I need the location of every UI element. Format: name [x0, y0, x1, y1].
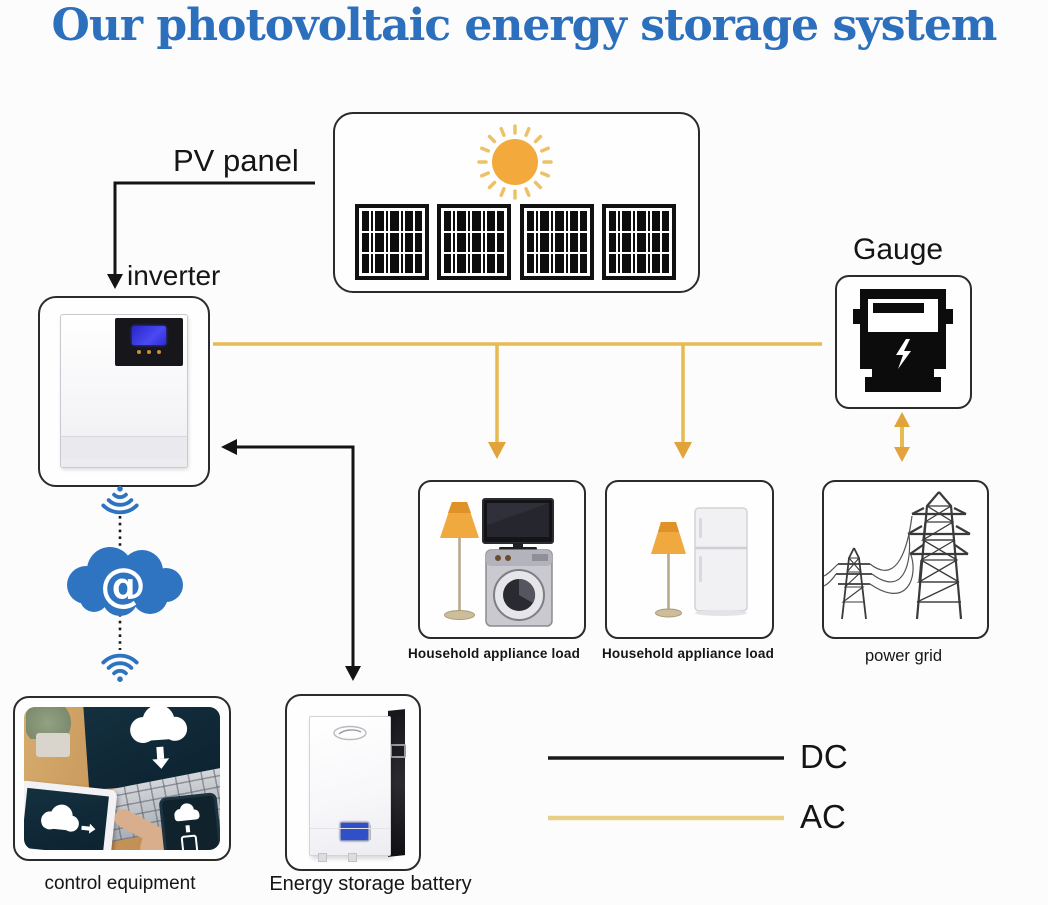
- control-equipment-photo: [24, 707, 220, 850]
- wifi-icon: [101, 486, 139, 515]
- pv-to-inverter-arrow: [113, 181, 315, 276]
- battery-status-marks: [370, 825, 381, 840]
- lightning-icon: [896, 339, 911, 369]
- fridge-icon: [694, 507, 748, 616]
- household-load-2-box: [605, 480, 774, 639]
- solar-panel-icon: [437, 204, 511, 280]
- plant-pot: [36, 733, 70, 757]
- gauge-grid-arrow: [894, 412, 910, 462]
- household-load-1-box: [418, 480, 586, 639]
- pv-array-graphic: [355, 124, 676, 280]
- energy-storage-battery-label: Energy storage battery: [269, 873, 472, 895]
- inverter-button: [147, 350, 151, 354]
- inverter-box: [38, 296, 210, 487]
- arrowhead-down: [488, 442, 506, 459]
- battery-front-panel: [309, 716, 391, 862]
- pv-array-box: [333, 112, 700, 293]
- download-cloud-icon: [130, 707, 188, 769]
- solar-panel-icon: [602, 204, 676, 280]
- inverter-button: [157, 350, 161, 354]
- power-tower-icon: [823, 491, 971, 620]
- control-equipment-box: [13, 696, 231, 861]
- household-load-2-label: Household appliance load: [601, 646, 775, 661]
- household-appliances-graphic: [651, 507, 748, 618]
- inverter-label: inverter: [127, 260, 221, 291]
- battery-foot: [348, 853, 357, 862]
- control-equipment-label: control equipment: [44, 873, 196, 894]
- battery-seam: [310, 828, 390, 829]
- arrowhead-down: [674, 442, 692, 459]
- household-load-1-label: Household appliance load: [407, 646, 581, 661]
- solar-panel-icon: [520, 204, 594, 280]
- legend-ac-label: AC: [800, 798, 846, 835]
- gauge-box: [835, 275, 972, 409]
- lamp-icon: [440, 502, 479, 620]
- power-grid-box: [822, 480, 989, 639]
- arrowhead-down: [107, 274, 123, 289]
- household-appliances-graphic: [440, 498, 554, 627]
- power-grid-label: power grid: [864, 647, 943, 665]
- arrowhead-down: [345, 666, 361, 681]
- at-symbol: @: [100, 558, 146, 612]
- washing-machine-icon: [485, 549, 553, 627]
- inverter-display-panel: [115, 318, 183, 366]
- inverter-lcd-screen: [132, 326, 166, 345]
- ac-bus-line: [213, 342, 822, 444]
- tablet-icon: [24, 780, 118, 850]
- battery-brand-logo: [333, 725, 367, 741]
- inverter-vent-strip: [61, 436, 187, 459]
- legend-lines: [548, 756, 784, 821]
- pv-panel-label: PV panel: [173, 143, 299, 178]
- sun-icon: [477, 124, 553, 200]
- legend-dc-label: DC: [800, 738, 848, 775]
- inverter-button: [137, 350, 141, 354]
- cloud-at-icon: @: [67, 547, 183, 616]
- tv-icon: [482, 498, 554, 550]
- battery-to-inverter-arrow: [230, 445, 355, 668]
- energy-storage-battery-box: [285, 694, 421, 871]
- battery-handle: [390, 744, 406, 758]
- solar-panel-icon: [355, 204, 429, 280]
- gauge-label: Gauge: [853, 233, 944, 266]
- electric-meter-icon: [853, 289, 953, 392]
- page-title: Our photovoltaic energy storage system: [51, 0, 998, 51]
- wifi-icon: [101, 653, 139, 682]
- battery-foot: [318, 853, 327, 862]
- arrowhead-left: [221, 439, 237, 455]
- laptop-icon: [83, 707, 220, 790]
- inverter-device: [60, 314, 188, 468]
- phone-icon: [158, 792, 220, 850]
- battery-lcd-screen: [340, 822, 369, 841]
- lamp-icon: [651, 522, 686, 618]
